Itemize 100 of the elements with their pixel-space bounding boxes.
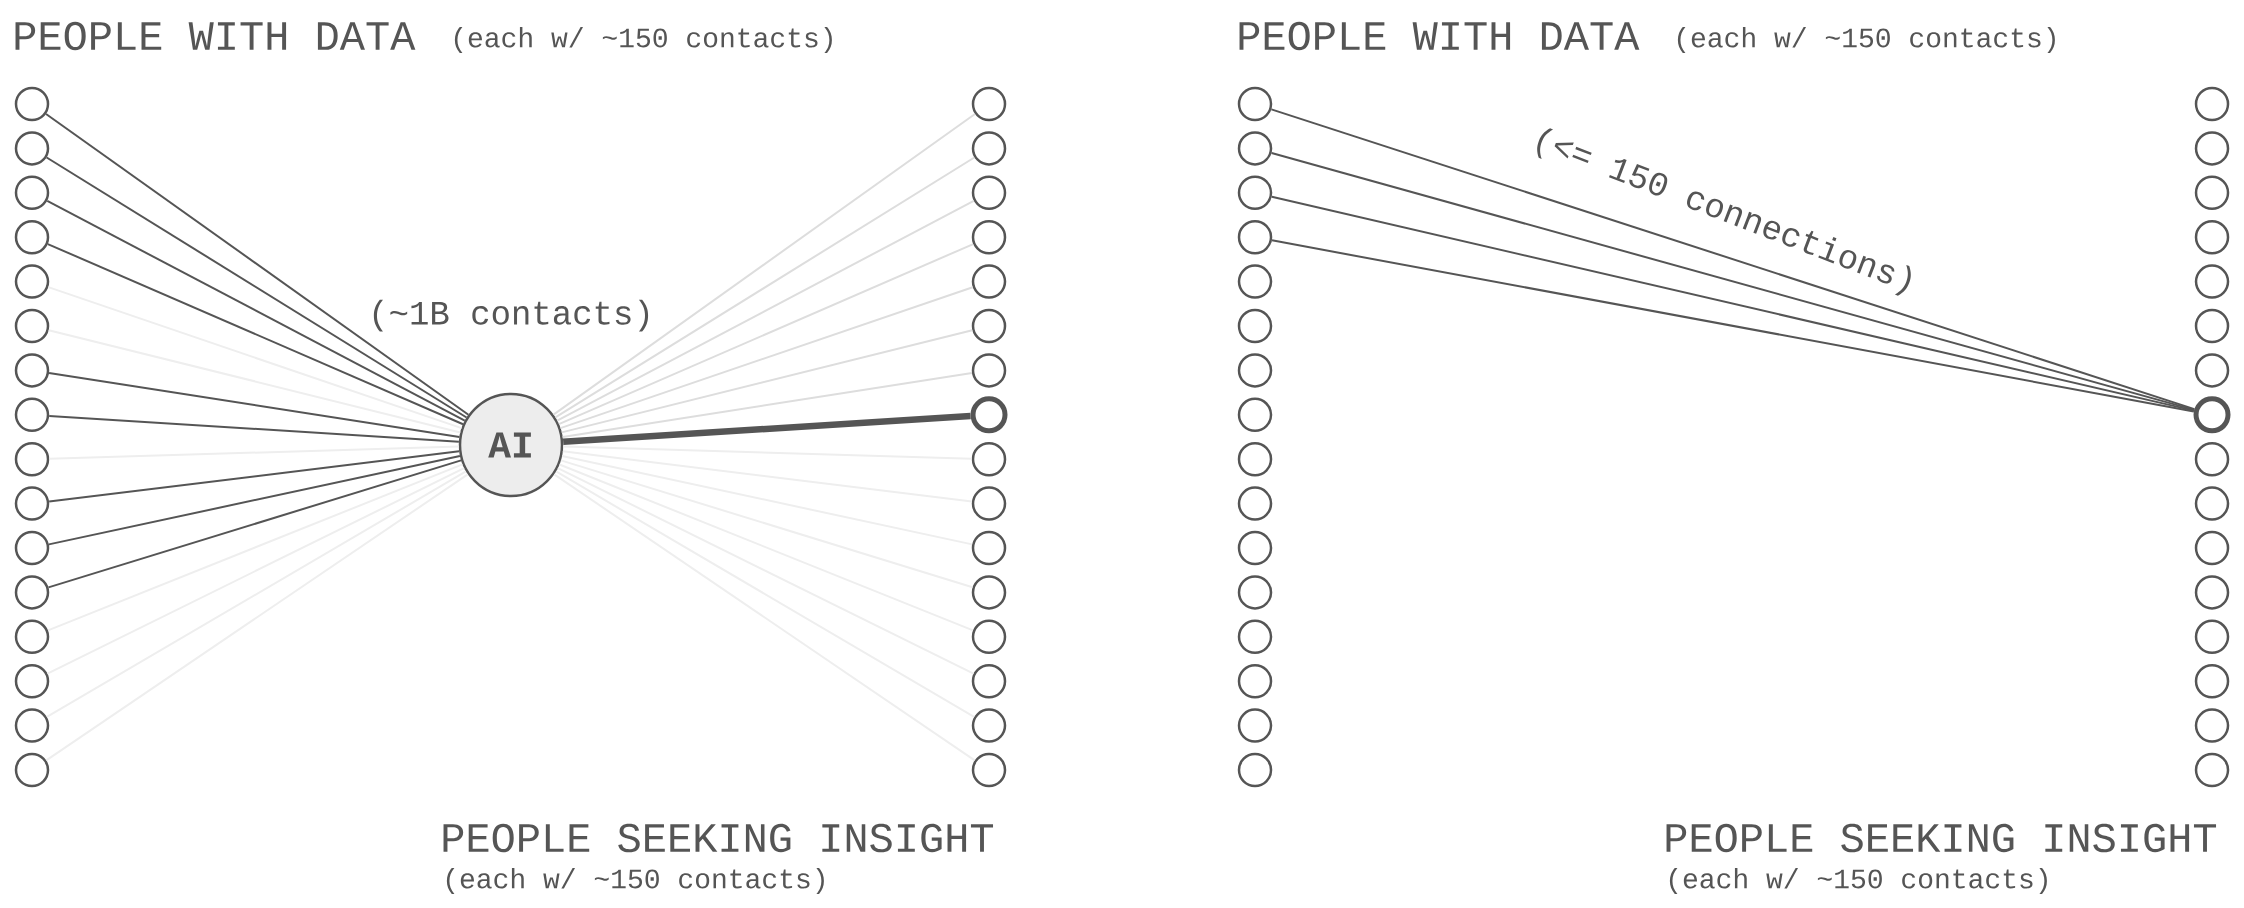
connection-line — [558, 463, 974, 632]
person-circle — [14, 752, 50, 788]
connection-line — [559, 459, 974, 589]
connection-line — [559, 286, 974, 430]
person-circle — [1237, 397, 1273, 433]
connection-line — [1270, 239, 2195, 413]
person-circle — [971, 131, 1007, 166]
person-circle — [1237, 264, 1273, 299]
note-text: (each w/ ~150 contacts) — [446, 867, 824, 895]
title-text: PEOPLE WITH DATA — [1239, 21, 1640, 51]
person-circle — [2194, 752, 2230, 788]
person-circle — [1237, 708, 1273, 743]
connection-line — [556, 199, 975, 422]
person-circle — [2194, 175, 2230, 211]
connection-line — [47, 459, 463, 589]
title-text: PEOPLE SEEKING INSIGHT — [1666, 823, 2217, 853]
connection-line — [47, 463, 464, 632]
connection-line — [48, 445, 460, 460]
person-circle — [14, 175, 50, 211]
person-circle — [1237, 441, 1273, 477]
annotation-text: (~1B contacts) — [373, 299, 649, 332]
person-circle — [2193, 396, 2231, 434]
person-circle — [14, 264, 50, 299]
person-circle — [1237, 175, 1273, 211]
connection-line — [45, 156, 468, 419]
person-circle — [970, 396, 1008, 434]
connection-line — [555, 470, 976, 718]
person-circle — [1237, 219, 1273, 255]
connection-line — [46, 199, 466, 422]
connection-line — [553, 473, 976, 762]
person-circle — [2194, 575, 2230, 610]
person-circle — [971, 219, 1007, 255]
person-circle — [1237, 308, 1273, 344]
person-circle — [14, 530, 50, 566]
connection-line — [561, 372, 973, 438]
person-circle — [1237, 86, 1273, 122]
title-text: PEOPLE WITH DATA — [15, 21, 416, 51]
note-text: (each w/ ~150 contacts) — [454, 26, 832, 54]
connection-line — [47, 286, 463, 430]
person-circle — [14, 708, 50, 743]
connection-line — [1270, 195, 2195, 412]
person-circle — [2194, 86, 2230, 122]
person-circle — [14, 308, 50, 344]
person-circle — [1237, 486, 1273, 521]
person-circle — [14, 486, 50, 521]
connection-line — [46, 467, 466, 675]
person-circle — [14, 353, 50, 388]
person-circle — [971, 264, 1007, 299]
person-circle — [971, 619, 1007, 655]
connection-line — [562, 412, 971, 445]
connection-line — [552, 113, 976, 416]
connection-line — [48, 414, 460, 443]
title-text: PEOPLE SEEKING INSIGHT — [443, 823, 993, 853]
connection-line — [47, 455, 461, 546]
connection-line — [48, 372, 461, 438]
person-circle — [971, 530, 1007, 566]
person-circle — [2194, 131, 2230, 166]
connection-line — [48, 450, 461, 503]
connection-line — [554, 156, 976, 419]
person-circle — [2194, 663, 2230, 699]
person-circle — [971, 86, 1007, 122]
connection-line — [47, 329, 462, 434]
person-circle — [971, 175, 1007, 211]
person-circle — [2194, 619, 2230, 655]
person-circle — [14, 131, 50, 166]
person-circle — [971, 353, 1007, 388]
person-circle — [2194, 308, 2230, 344]
person-circle — [971, 441, 1007, 477]
person-circle — [2194, 708, 2230, 743]
person-circle — [2194, 264, 2230, 299]
person-circle — [971, 752, 1007, 788]
connection-line — [561, 455, 974, 546]
person-circle — [1237, 663, 1273, 699]
connection-line — [46, 243, 465, 426]
person-circle — [14, 441, 50, 477]
person-circle — [1237, 353, 1273, 388]
connection-line — [45, 473, 469, 762]
connection-line — [561, 450, 973, 503]
person-circle — [14, 663, 50, 699]
person-circle — [971, 575, 1007, 610]
person-circle — [2194, 441, 2230, 477]
person-circle — [14, 575, 50, 610]
person-circle — [971, 308, 1007, 344]
connection-line — [560, 329, 974, 434]
person-circle — [971, 486, 1007, 521]
note-text: (each w/ ~150 contacts) — [1677, 26, 2055, 54]
person-circle — [14, 86, 50, 122]
connection-line — [45, 470, 467, 718]
connection-line — [562, 445, 973, 460]
person-circle — [2194, 486, 2230, 521]
person-circle — [2194, 353, 2230, 388]
person-circle — [2194, 530, 2230, 566]
person-circle — [1237, 575, 1273, 610]
person-circle — [1237, 131, 1273, 166]
person-circle — [1237, 619, 1273, 655]
connection-line — [557, 243, 975, 426]
person-circle — [1237, 530, 1273, 566]
person-circle — [14, 619, 50, 655]
person-circle — [14, 397, 50, 433]
connection-line — [45, 113, 470, 416]
